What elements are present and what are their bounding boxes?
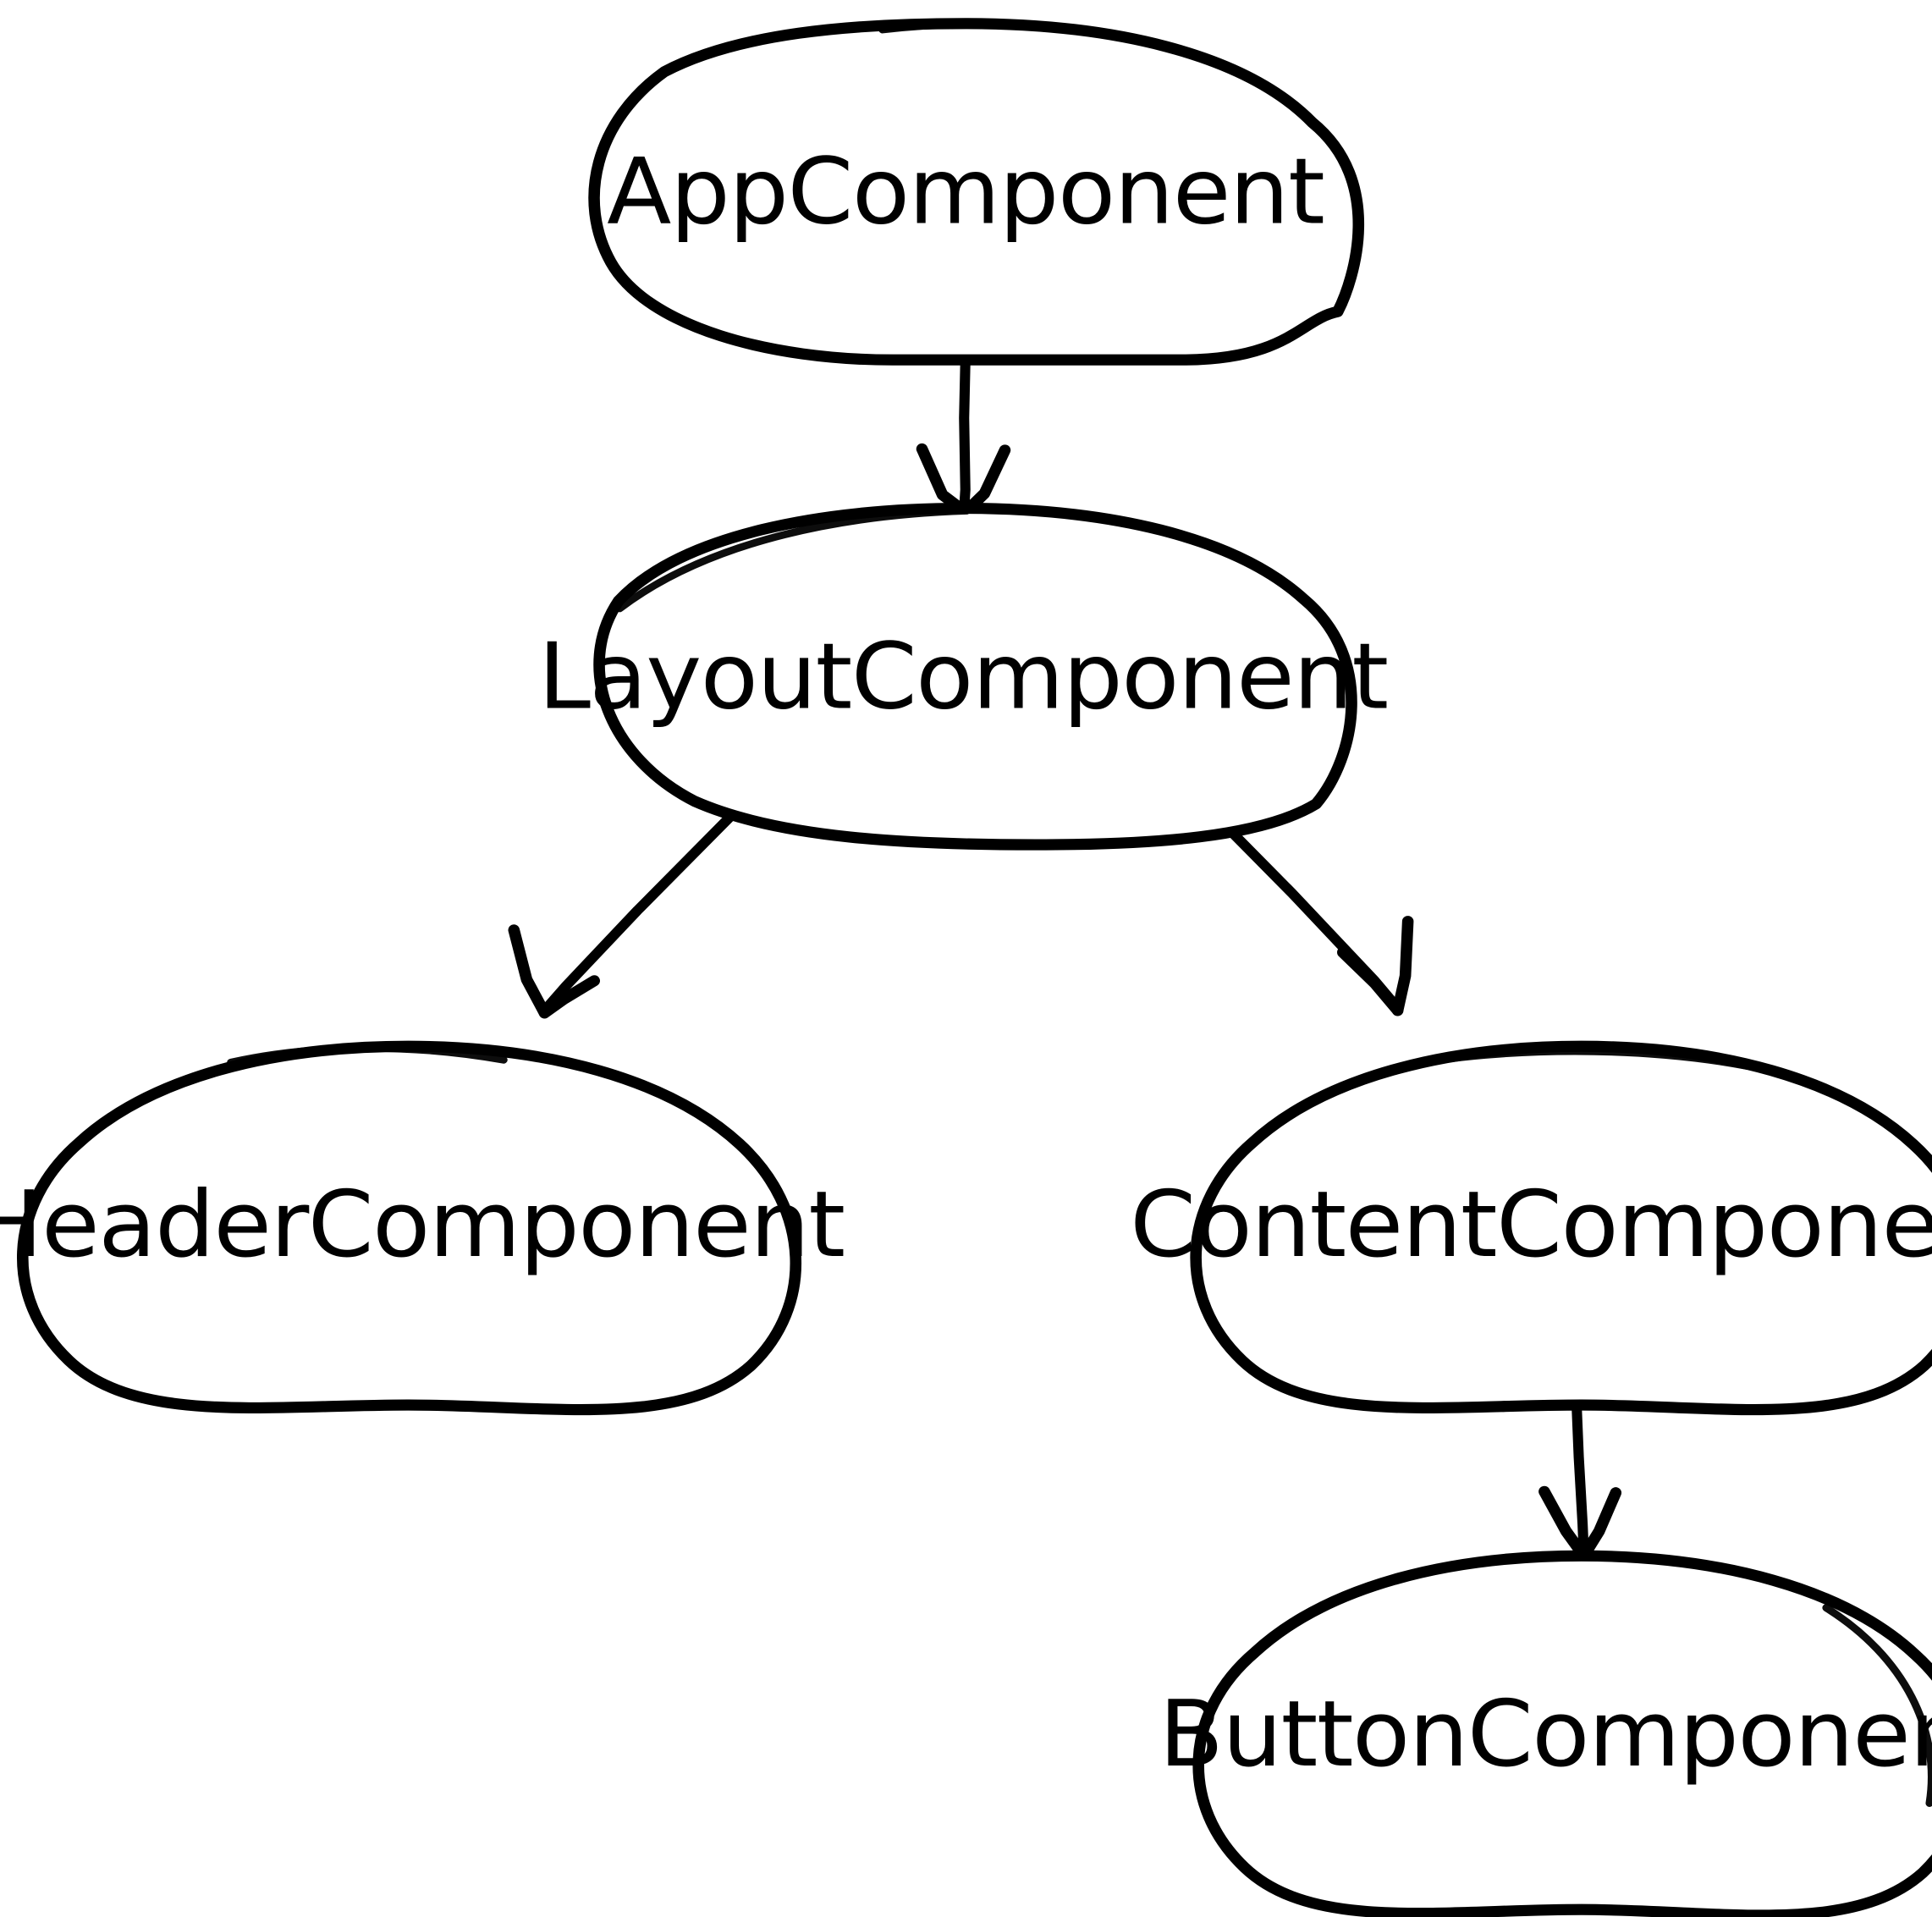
edge-content-to-button[interactable] [1538,1390,1622,1562]
node-layout-component-sketch-overstroke [615,507,971,613]
edge-app-to-layout[interactable] [916,355,1011,518]
node-content-component[interactable]: ContentComponent [1130,1040,1932,1416]
node-layout-component-ellipse [593,503,1357,851]
node-content-component-label: ContentComponent [1130,1171,1932,1277]
edge-layout-to-header-arrowhead-left [508,924,551,1019]
edge-layout-to-content[interactable] [1198,798,1414,1016]
node-app-component-label: AppComponent [607,138,1324,245]
node-button-component-label: ButtonComponent [1159,1680,1932,1787]
edge-app-to-layout-line [959,355,971,515]
edge-layout-to-content-arrowhead-right [1391,916,1414,1016]
node-button-component[interactable]: ButtonComponent [1159,1550,1932,1917]
edge-app-to-layout-arrowhead-left [916,443,972,518]
node-layout-component[interactable]: LayoutComponent [538,503,1389,851]
edge-content-to-button-arrowhead-left [1538,1485,1590,1562]
node-header-component-ellipse [17,1040,802,1416]
node-button-component-ellipse [1192,1550,1932,1917]
node-layout-component-label: LayoutComponent [538,623,1388,730]
node-header-component[interactable]: HeaderComponent [0,1040,845,1416]
edge-layout-to-header[interactable] [508,811,736,1019]
node-app-component-ellipse [588,18,1365,366]
node-app-component[interactable]: AppComponent [588,18,1365,366]
node-app-component-sketch-overstroke [878,20,1129,40]
edge-layout-to-content-arrowhead-left [1337,946,1404,1016]
node-button-component-sketch-overstroke [1822,1604,1932,1807]
edge-layout-to-header-arrowhead-right [538,975,601,1019]
edge-content-to-button-line [1571,1390,1589,1559]
node-header-component-sketch-overstroke [227,1044,508,1066]
node-content-component-ellipse [1190,1040,1932,1416]
node-header-component-label: HeaderComponent [0,1171,845,1277]
node-content-component-sketch-overstroke [1399,1047,1752,1071]
edge-layout-to-header-line [539,811,736,1016]
edge-content-to-button-arrowhead-right [1577,1487,1622,1562]
edge-app-to-layout-arrowhead-right [959,444,1011,518]
